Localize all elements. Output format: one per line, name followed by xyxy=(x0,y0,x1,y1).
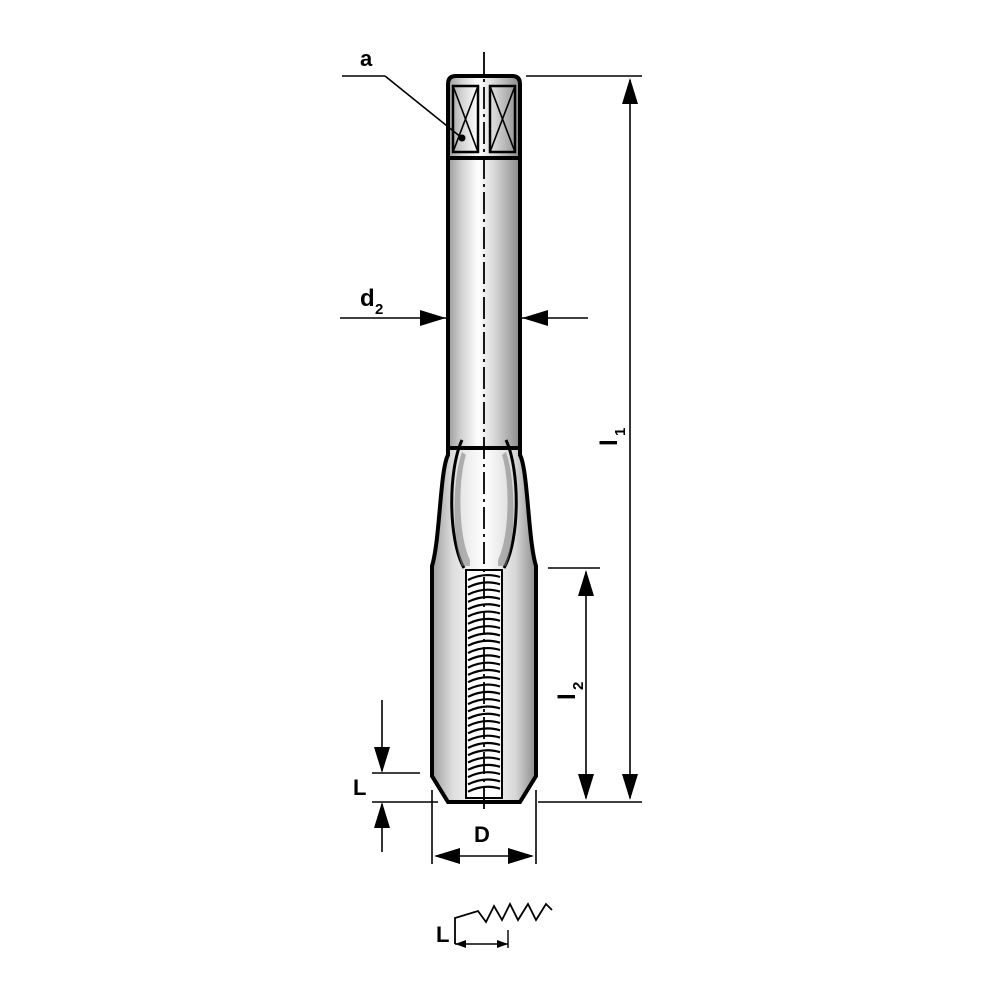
thread-profile xyxy=(454,901,553,944)
square-face-left xyxy=(451,84,480,154)
dimension-l2: l 2 xyxy=(548,567,600,800)
thread-line xyxy=(467,741,501,749)
detail-label-L: L xyxy=(436,922,449,947)
thread-line xyxy=(467,676,501,684)
label-l1: l xyxy=(596,439,623,446)
thread-line xyxy=(467,610,501,618)
thread-line xyxy=(467,705,501,713)
square-face-right xyxy=(488,84,517,154)
label-l2-subscript: 2 xyxy=(570,682,587,690)
label-l1-subscript: 1 xyxy=(612,428,629,436)
label-a-callout: a xyxy=(342,46,466,142)
label-L: L xyxy=(353,775,366,800)
chamfer-detail: L xyxy=(436,901,553,948)
dimension-l1: l 1 xyxy=(526,75,642,803)
thread-line xyxy=(467,573,501,581)
dimension-d2: d 2 xyxy=(340,285,588,326)
label-l2: l xyxy=(554,693,581,700)
thread-line xyxy=(467,785,501,793)
label-d2: d xyxy=(360,285,375,312)
label-a: a xyxy=(360,46,373,71)
label-D: D xyxy=(474,822,490,847)
thread-line xyxy=(467,749,501,757)
dimension-D: D xyxy=(431,790,537,864)
label-d2-subscript: 2 xyxy=(375,301,383,318)
dimension-L: L xyxy=(353,700,438,852)
thread-line xyxy=(467,712,501,720)
thread-line xyxy=(467,668,501,676)
